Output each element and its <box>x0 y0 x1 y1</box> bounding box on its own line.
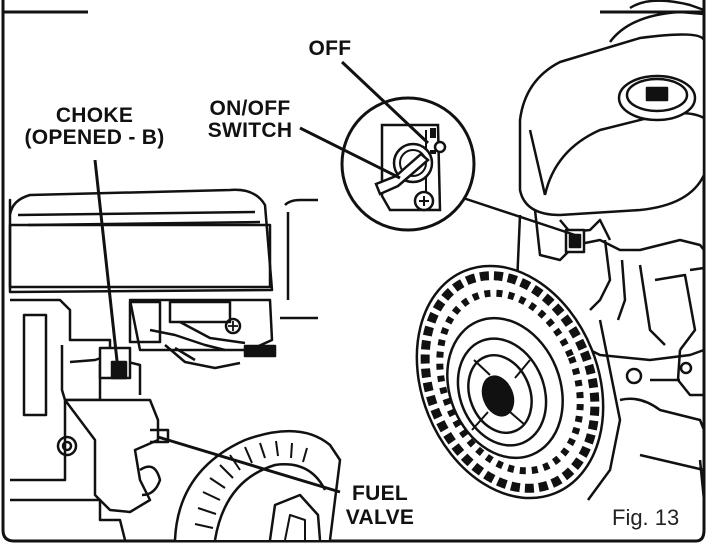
leader-fuel <box>157 435 341 494</box>
engine-side-view <box>8 188 342 541</box>
off-label-text: OFF <box>308 37 352 60</box>
leader-switch <box>299 126 401 180</box>
off-label: OFF <box>290 38 370 60</box>
choke-label: CHOKE (OPENED - B) <box>12 105 177 149</box>
on-off-switch-label: ON/OFF SWITCH <box>200 98 300 142</box>
fuel-valve-label: FUEL VALVE <box>335 482 425 530</box>
tire <box>415 264 622 501</box>
leader-off <box>340 60 430 145</box>
fuel-line1: FUEL <box>351 482 409 505</box>
leader-lines <box>93 60 430 494</box>
switch-detail-bubble <box>340 96 476 232</box>
figure-number: Fig. 13 <box>612 505 680 530</box>
fuel-line2: VALVE <box>345 506 415 529</box>
leader-choke <box>93 159 120 371</box>
choke-line2: (OPENED - B) <box>24 126 165 149</box>
on-off-line1: ON/OFF <box>209 97 291 120</box>
choke-line1: CHOKE <box>55 104 134 127</box>
on-off-line2: SWITCH <box>207 119 293 142</box>
engine-perspective-view <box>444 0 706 501</box>
